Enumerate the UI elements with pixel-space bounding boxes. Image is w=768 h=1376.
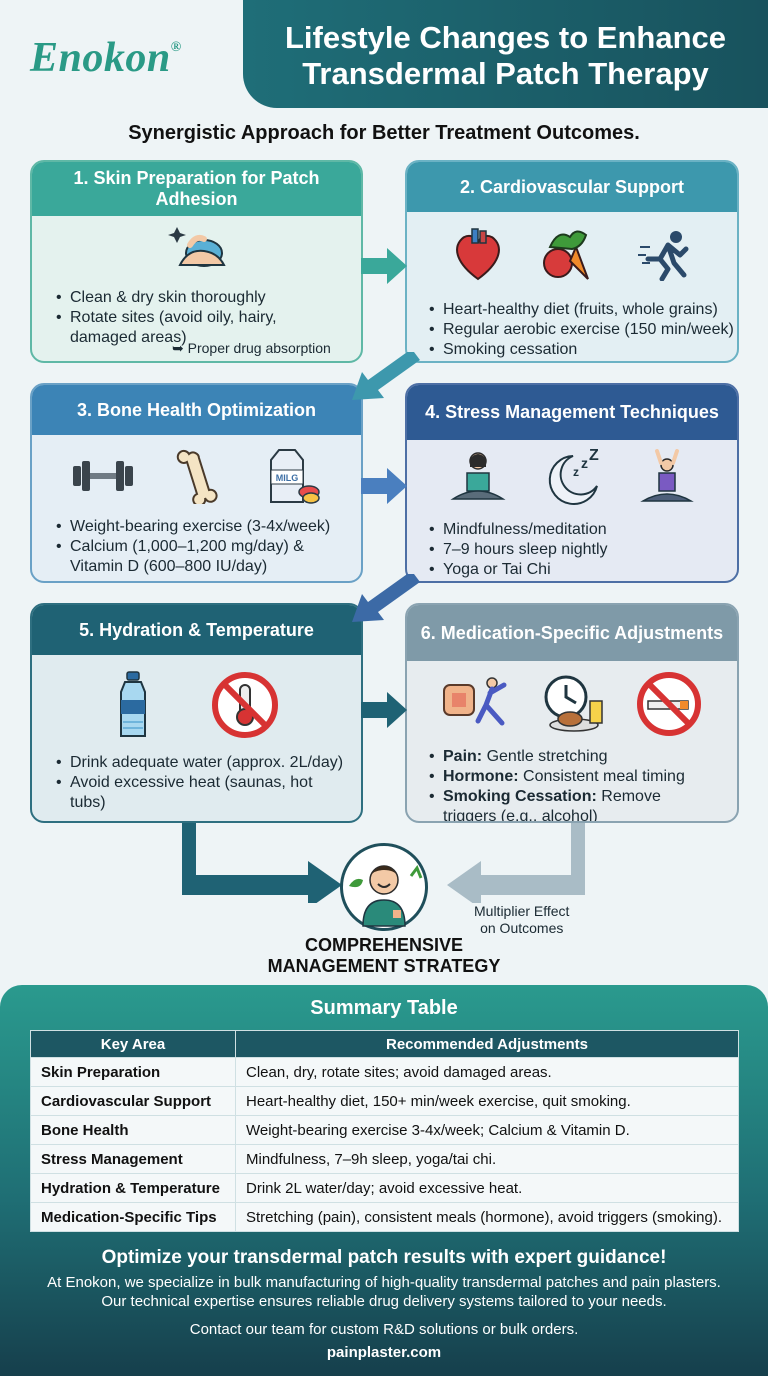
- dumbbell-icon: [72, 461, 133, 491]
- vegetables-icon: [543, 230, 589, 280]
- arrow-3-to-4: [361, 468, 407, 504]
- website-link[interactable]: painplaster.com: [326, 1344, 442, 1361]
- page-title: Lifestyle Changes to Enhance Transdermal…: [243, 0, 768, 108]
- table-cell-key-area: Stress Management: [30, 1144, 236, 1174]
- list-item: Calcium (1,000–1,200 mg/day) & Vitamin D…: [54, 537, 324, 577]
- list-item: Rotate sites (avoid oily, hairy, damaged…: [54, 308, 294, 348]
- list-item: Weight-bearing exercise (3-4x/week): [54, 517, 361, 537]
- arrow-5-to-6: [361, 692, 407, 728]
- list-item: Drink adequate water (approx. 2L/day): [54, 753, 361, 773]
- brand-logo[interactable]: Enokon®: [30, 35, 182, 81]
- card-title: 6. Medication-Specific Adjustments: [407, 605, 737, 661]
- summary-title: Summary Table: [310, 997, 458, 1019]
- card-title: 1. Skin Preparation for Patch Adhesion: [32, 162, 361, 216]
- arrow-2-to-3: [352, 352, 420, 400]
- bone-icon: [176, 449, 218, 504]
- hand-washing-icon: [167, 227, 226, 267]
- milk-icon: MILG: [269, 449, 320, 504]
- yoga-icon: [640, 449, 694, 502]
- absorption-note: ➥ Proper drug absorption: [172, 340, 331, 356]
- table-cell-key-area: Bone Health: [30, 1115, 236, 1145]
- heart-icon: [456, 228, 500, 281]
- title-line-2: Transdermal Patch Therapy: [302, 56, 709, 91]
- arrow-4-to-5: [352, 574, 420, 622]
- page-subtitle: Synergistic Approach for Better Treatmen…: [128, 122, 640, 144]
- table-cell-key-area: Hydration & Temperature: [30, 1173, 236, 1203]
- table-cell-key-area: Medication-Specific Tips: [30, 1202, 236, 1232]
- card-skin-preparation: 1. Skin Preparation for Patch Adhesion C…: [30, 160, 363, 363]
- list-item: Hormone: Consistent meal timing: [427, 767, 737, 787]
- table-header: Key Area: [30, 1030, 236, 1058]
- card-bone-health: 3. Bone Health Optimization MILG Weight-…: [30, 383, 363, 583]
- curved-arrow-icon: ➥: [172, 340, 184, 356]
- card-title: 4. Stress Management Techniques: [407, 385, 737, 440]
- cta-headline: Optimize your transdermal patch results …: [101, 1247, 667, 1268]
- healthy-person-icon: [349, 864, 423, 927]
- svg-text:Z: Z: [589, 448, 599, 464]
- table-cell-adjustment: Stretching (pain), consistent meals (hor…: [235, 1202, 739, 1232]
- list-item: Mindfulness/meditation: [427, 520, 737, 540]
- patch-stretch-icon: [443, 677, 507, 726]
- arrow-5-to-center: [182, 823, 342, 903]
- table-cell-adjustment: Mindfulness, 7–9h sleep, yoga/tai chi.: [235, 1144, 739, 1174]
- card-hydration: 5. Hydration & Temperature Drink adequat…: [30, 603, 363, 823]
- table-cell-key-area: Skin Preparation: [30, 1057, 236, 1087]
- list-item: Smoking cessation: [427, 340, 737, 360]
- list-item: Regular aerobic exercise (150 min/week): [427, 320, 737, 340]
- card-title: 3. Bone Health Optimization: [32, 385, 361, 435]
- list-item: Heart-healthy diet (fruits, whole grains…: [427, 300, 737, 320]
- water-bottle-icon: [119, 671, 146, 737]
- card-medication-specific: 6. Medication-Specific Adjustments Pain:…: [405, 603, 739, 823]
- list-item: Pain: Gentle stretching: [427, 747, 737, 767]
- cta-text-2: Our technical expertise ensures reliable…: [101, 1293, 667, 1310]
- list-item: 7–9 hours sleep nightly: [427, 540, 737, 560]
- running-icon: [638, 231, 689, 281]
- list-item: Yoga or Tai Chi: [427, 560, 737, 580]
- svg-text:z: z: [573, 465, 579, 479]
- clock-meal-icon: [544, 675, 603, 732]
- no-smoking-icon: [637, 672, 701, 736]
- title-line-1: Lifestyle Changes to Enhance: [285, 20, 726, 55]
- strategy-label: COMPREHENSIVE MANAGEMENT STRATEGY: [267, 935, 501, 976]
- card-title: 2. Cardiovascular Support: [407, 162, 737, 212]
- no-heat-icon: [211, 672, 278, 738]
- meditation-icon: [450, 452, 506, 500]
- table-cell-adjustment: Heart-healthy diet, 150+ min/week exerci…: [235, 1086, 739, 1116]
- contact-text: Contact our team for custom R&D solution…: [189, 1321, 579, 1338]
- card-stress-management: 4. Stress Management Techniques z z Z Mi…: [405, 383, 739, 583]
- arrow-6-to-center: [447, 823, 585, 903]
- table-header: Recommended Adjustments: [235, 1030, 739, 1058]
- card-cardiovascular: 2. Cardiovascular Support Heart-healthy …: [405, 160, 739, 363]
- summary-section: Summary Table Key Area Recommended Adjus…: [0, 985, 768, 1376]
- list-item: Avoid excessive heat (saunas, hot tubs): [54, 773, 314, 813]
- list-item: Clean & dry skin thoroughly: [54, 288, 361, 308]
- svg-text:z: z: [581, 455, 588, 471]
- cta-text-1: At Enokon, we specialize in bulk manufac…: [47, 1274, 721, 1291]
- svg-text:MILG: MILG: [275, 473, 298, 483]
- multiplier-note: Multiplier Effect on Outcomes: [474, 903, 570, 936]
- table-cell-adjustment: Weight-bearing exercise 3-4x/week; Calci…: [235, 1115, 739, 1145]
- table-cell-adjustment: Drink 2L water/day; avoid excessive heat…: [235, 1173, 739, 1203]
- table-cell-key-area: Cardiovascular Support: [30, 1086, 236, 1116]
- header: Enokon® Lifestyle Changes to Enhance Tra…: [0, 0, 768, 110]
- moon-sleep-icon: z z Z: [548, 448, 599, 505]
- arrow-1-to-2: [361, 248, 407, 284]
- call-to-action: Optimize your transdermal patch results …: [0, 1247, 768, 1361]
- table-cell-adjustment: Clean, dry, rotate sites; avoid damaged …: [235, 1057, 739, 1087]
- summary-table: Key Area Recommended Adjustments Skin Pr…: [30, 1030, 739, 1232]
- card-title: 5. Hydration & Temperature: [32, 605, 361, 655]
- list-item: Smoking Cessation: Remove triggers (e.g.…: [427, 787, 717, 821]
- person-avatar: [340, 843, 428, 931]
